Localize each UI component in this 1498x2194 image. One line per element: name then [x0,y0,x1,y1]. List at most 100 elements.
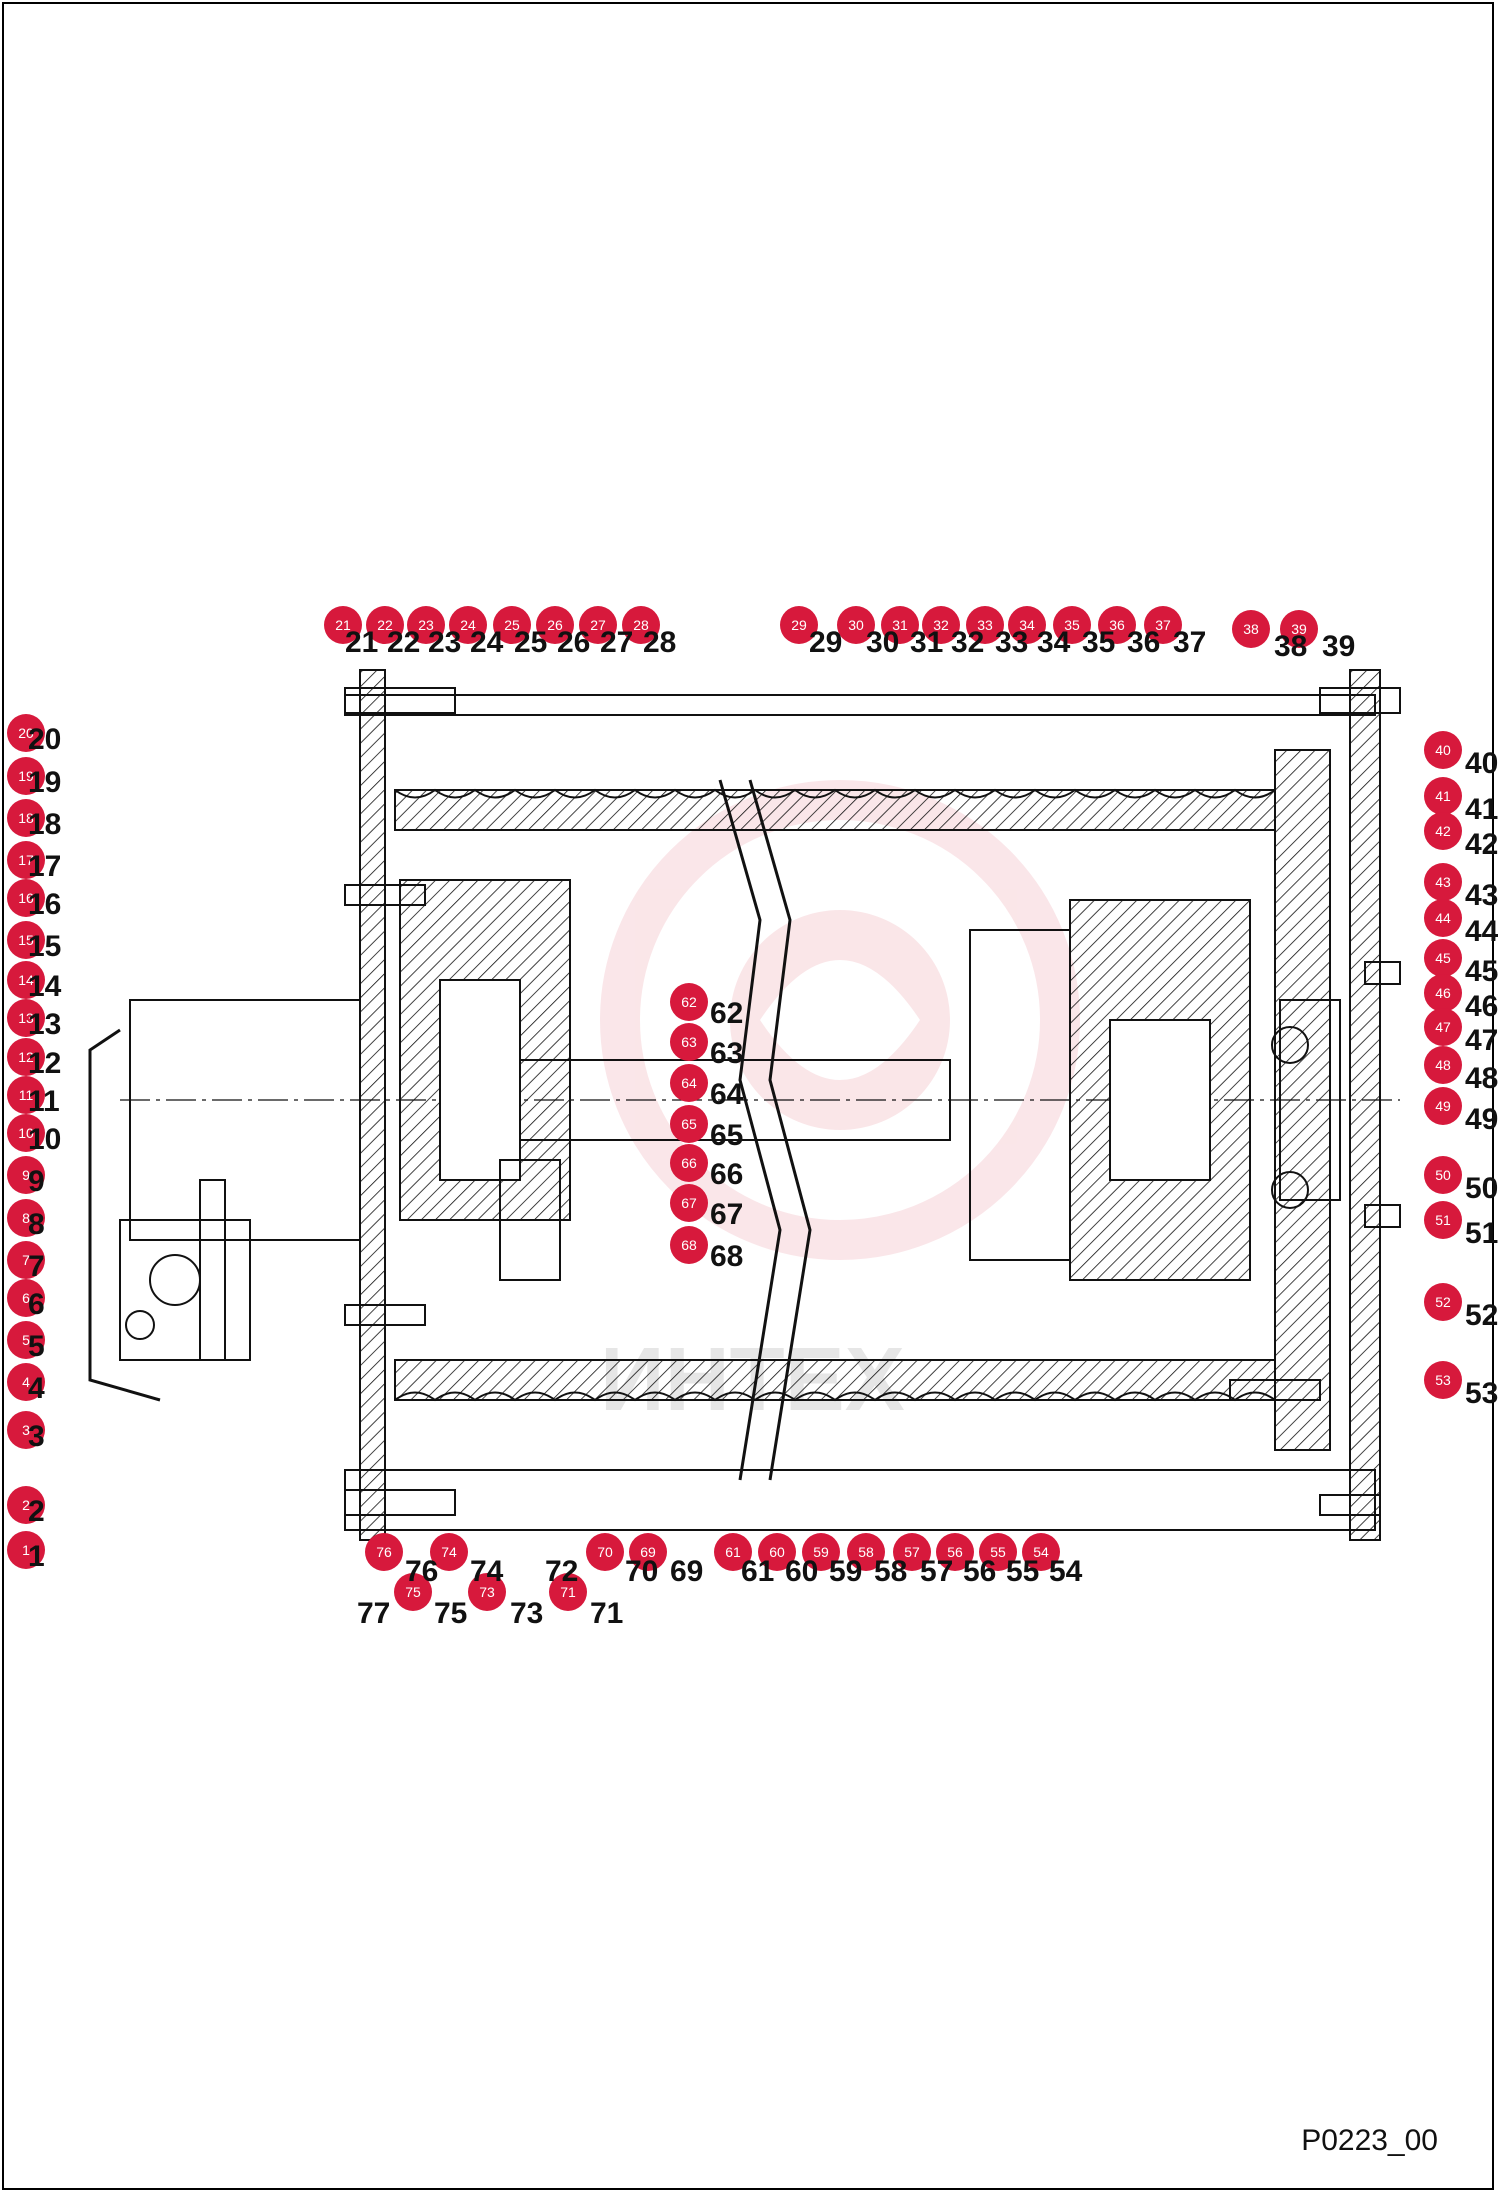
svg-text:22: 22 [377,617,393,633]
part-number-73: 73 [510,1597,543,1630]
svg-text:17: 17 [18,852,34,868]
callout-badge-74: 74 [430,1533,468,1571]
callout-badge-23: 23 [407,606,445,644]
part-number-25: 25 [514,626,547,659]
svg-text:43: 43 [1435,874,1451,890]
svg-text:67: 67 [681,1195,697,1211]
svg-text:49: 49 [1435,1098,1451,1114]
callout-badge-12: 12 [7,1038,45,1076]
part-number-49: 49 [1465,1103,1498,1136]
svg-text:47: 47 [1435,1019,1451,1035]
svg-text:69: 69 [640,1544,656,1560]
part-number-19: 19 [28,766,61,799]
part-number-76: 76 [405,1555,438,1588]
callout-badge-14: 14 [7,961,45,999]
svg-text:8: 8 [22,1210,30,1226]
callout-badge-69: 69 [629,1533,667,1571]
svg-text:74: 74 [441,1544,457,1560]
part-number-4: 4 [28,1372,45,1405]
part-number-60: 60 [785,1555,818,1588]
svg-text:12: 12 [18,1049,34,1065]
part-number-47: 47 [1465,1024,1498,1057]
svg-text:25: 25 [504,617,520,633]
callout-badge-46: 46 [1424,974,1462,1012]
callout-badge-62: 62 [670,983,708,1021]
part-number-13: 13 [28,1008,61,1041]
callout-badge-19: 19 [7,757,45,795]
callout-badge-40: 40 [1424,731,1462,769]
part-number-45: 45 [1465,955,1498,988]
callout-badge-32: 32 [922,606,960,644]
callout-badge-73: 73 [468,1573,506,1611]
part-number-34: 34 [1037,626,1071,659]
svg-text:75: 75 [405,1584,421,1600]
callout-badge-17: 17 [7,841,45,879]
svg-text:54: 54 [1033,1544,1049,1560]
part-number-1: 1 [28,1540,45,1573]
part-number-6: 6 [28,1288,45,1321]
part-number-26: 26 [557,626,590,659]
part-number-50: 50 [1465,1172,1498,1205]
svg-text:21: 21 [335,617,351,633]
part-number-8: 8 [28,1208,45,1241]
svg-text:2: 2 [22,1497,30,1513]
callout-badge-54: 54 [1022,1533,1060,1571]
svg-text:39: 39 [1291,621,1307,637]
svg-text:13: 13 [18,1010,34,1026]
svg-text:71: 71 [560,1584,576,1600]
part-number-44: 44 [1465,915,1498,948]
svg-text:9: 9 [22,1167,30,1183]
part-number-5: 5 [28,1330,45,1363]
svg-text:76: 76 [376,1544,392,1560]
callout-badge-22: 22 [366,606,404,644]
svg-text:68: 68 [681,1237,697,1253]
callout-badge-37: 37 [1144,606,1182,644]
svg-text:20: 20 [18,725,34,741]
part-number-24: 24 [470,626,504,659]
svg-text:44: 44 [1435,910,1451,926]
svg-text:3: 3 [22,1422,30,1438]
part-number-14: 14 [28,970,62,1003]
callout-badge-41: 41 [1424,777,1462,815]
svg-text:31: 31 [892,617,908,633]
callout-badge-10: 10 [7,1114,45,1152]
callout-badge-55: 55 [979,1533,1017,1571]
svg-text:10: 10 [18,1125,34,1141]
svg-text:33: 33 [977,617,993,633]
callout-badge-8: 8 [7,1199,45,1237]
part-number-23: 23 [428,626,461,659]
part-number-75: 75 [434,1597,467,1630]
svg-text:32: 32 [933,617,949,633]
callout-badge-61: 61 [714,1533,752,1571]
svg-text:27: 27 [590,617,606,633]
part-number-52: 52 [1465,1299,1498,1332]
part-number-42: 42 [1465,828,1498,861]
part-number-9: 9 [28,1165,45,1198]
callout-badge-29: 29 [780,606,818,644]
part-number-68: 68 [710,1240,743,1273]
callout-badge-2: 2 [7,1486,45,1524]
svg-text:26: 26 [547,617,563,633]
callout-badge-20: 20 [7,714,45,752]
callout-badge-31: 31 [881,606,919,644]
callout-badge-5: 5 [7,1321,45,1359]
svg-text:18: 18 [18,810,34,826]
part-number-16: 16 [28,888,61,921]
part-number-64: 64 [710,1078,744,1111]
part-number-27: 27 [600,626,633,659]
svg-text:19: 19 [18,768,34,784]
part-number-71: 71 [590,1597,623,1630]
part-number-72: 72 [545,1555,578,1588]
part-number-40: 40 [1465,747,1498,780]
part-number-2: 2 [28,1495,45,1528]
part-number-18: 18 [28,808,61,841]
svg-text:73: 73 [479,1584,495,1600]
svg-text:48: 48 [1435,1057,1451,1073]
svg-text:70: 70 [597,1544,613,1560]
svg-text:61: 61 [725,1544,741,1560]
part-number-59: 59 [829,1555,862,1588]
callout-badge-24: 24 [449,606,487,644]
part-number-48: 48 [1465,1062,1498,1095]
